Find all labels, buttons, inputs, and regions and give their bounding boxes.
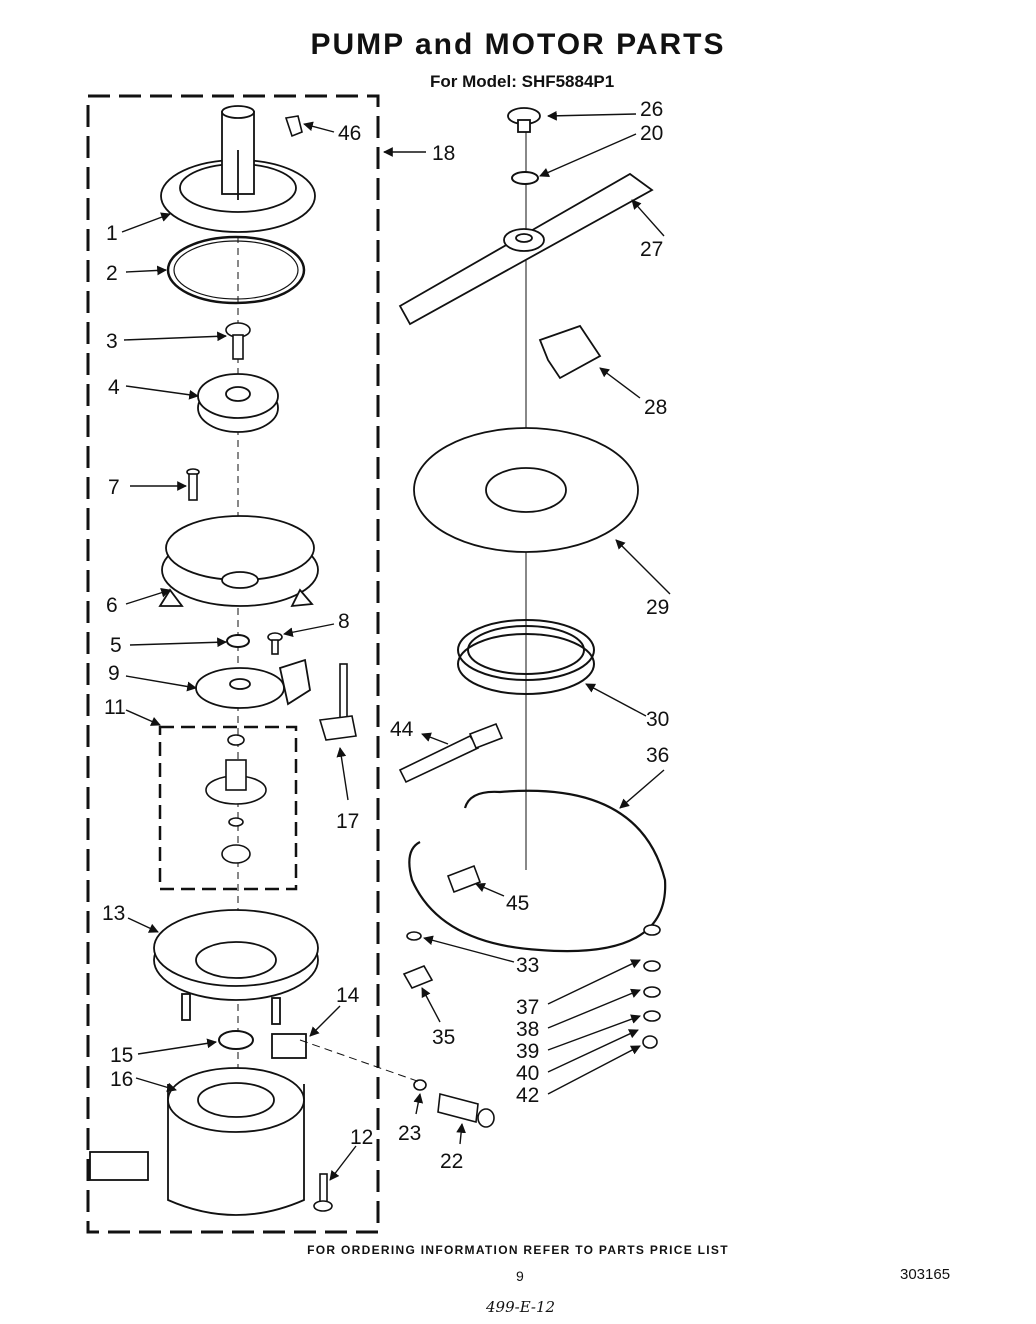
callout-16: 16 bbox=[110, 1068, 133, 1091]
part-impeller bbox=[197, 373, 279, 433]
callout-36: 36 bbox=[646, 744, 669, 767]
model-subtitle: For Model: SHF5884P1 bbox=[430, 72, 615, 91]
part-element-clip bbox=[446, 864, 482, 894]
part-bracket bbox=[402, 964, 434, 990]
callout-30: 30 bbox=[646, 708, 669, 731]
callout-14: 14 bbox=[336, 984, 360, 1007]
callout-28: 28 bbox=[644, 396, 667, 419]
callout-4: 4 bbox=[108, 376, 120, 399]
callout-42: 42 bbox=[516, 1084, 539, 1107]
callout-33: 33 bbox=[516, 954, 539, 977]
callout-38: 38 bbox=[516, 1018, 539, 1041]
callout-27: 27 bbox=[640, 238, 663, 261]
callout-26: 26 bbox=[640, 98, 663, 121]
part-o-ring-small bbox=[413, 1079, 427, 1091]
callout-15: 15 bbox=[110, 1044, 133, 1067]
callout-9: 9 bbox=[108, 662, 120, 685]
callout-29: 29 bbox=[646, 596, 669, 619]
callout-22: 22 bbox=[440, 1150, 463, 1173]
part-screw bbox=[186, 468, 200, 501]
part-motor-washer bbox=[218, 1030, 254, 1050]
callout-46: 46 bbox=[338, 122, 361, 145]
callout-17: 17 bbox=[336, 810, 359, 833]
impeller-group-boundary bbox=[158, 725, 298, 891]
leader-lines bbox=[121, 110, 671, 1181]
callout-7: 7 bbox=[108, 476, 120, 499]
part-filter-ring bbox=[457, 619, 595, 695]
callout-39: 39 bbox=[516, 1040, 539, 1063]
callout-35: 35 bbox=[432, 1026, 455, 1049]
part-pump-housing-cover bbox=[160, 105, 316, 233]
callout-13: 13 bbox=[102, 902, 125, 925]
part-pump-base bbox=[158, 515, 319, 608]
callout-8: 8 bbox=[338, 610, 350, 633]
callout-1: 1 bbox=[106, 222, 118, 245]
page-number: 9 bbox=[516, 1268, 524, 1284]
part-impeller-group bbox=[205, 734, 267, 864]
part-spray-arm-washer bbox=[511, 171, 539, 185]
part-motor bbox=[89, 1067, 305, 1216]
part-gasket-ring bbox=[166, 235, 306, 305]
ordering-info-note: FOR ORDERING INFORMATION REFER TO PARTS … bbox=[307, 1243, 729, 1257]
callout-18: 18 bbox=[432, 142, 455, 165]
callout-20: 20 bbox=[640, 122, 663, 145]
part-motor-brush bbox=[271, 1033, 307, 1059]
callout-11: 11 bbox=[104, 696, 126, 719]
callout-2: 2 bbox=[106, 262, 118, 285]
callout-40: 40 bbox=[516, 1062, 539, 1085]
callout-6: 6 bbox=[106, 594, 118, 617]
callout-12: 12 bbox=[350, 1126, 373, 1149]
document-number: 303165 bbox=[900, 1266, 951, 1283]
handwritten-code: 499-E-12 bbox=[486, 1298, 556, 1316]
part-filter-screen bbox=[413, 427, 639, 553]
callout-labels: 1 2 3 4 7 6 5 8 9 11 17 13 14 15 16 12 2… bbox=[102, 98, 669, 1173]
part-small-screw bbox=[267, 632, 283, 655]
part-hardware-stack bbox=[642, 924, 661, 1049]
part-washer bbox=[226, 634, 250, 648]
callout-44: 44 bbox=[390, 718, 414, 741]
part-drain-fitting bbox=[437, 1092, 495, 1128]
callout-45: 45 bbox=[506, 892, 529, 915]
callout-3: 3 bbox=[106, 330, 118, 353]
part-clip bbox=[284, 115, 303, 138]
part-lower-spray-arm bbox=[398, 172, 654, 326]
page-title: PUMP and MOTOR PARTS bbox=[310, 28, 726, 61]
drain-axis bbox=[299, 1039, 421, 1083]
part-impeller-bolt bbox=[225, 322, 251, 360]
callout-23: 23 bbox=[398, 1122, 421, 1145]
part-element-washer bbox=[406, 931, 422, 941]
part-motor-mount bbox=[153, 909, 319, 1025]
part-spray-arm-cap bbox=[507, 107, 541, 133]
callout-5: 5 bbox=[110, 634, 122, 657]
part-mounting-plate bbox=[195, 658, 311, 709]
pump-assembly-boundary bbox=[86, 94, 380, 1234]
part-motor-bolt bbox=[313, 1173, 333, 1212]
part-heating-element bbox=[408, 789, 667, 953]
part-heater-terminal bbox=[398, 722, 504, 784]
callout-37: 37 bbox=[516, 996, 539, 1019]
part-float-switch bbox=[318, 663, 357, 741]
part-deflector bbox=[538, 324, 602, 380]
